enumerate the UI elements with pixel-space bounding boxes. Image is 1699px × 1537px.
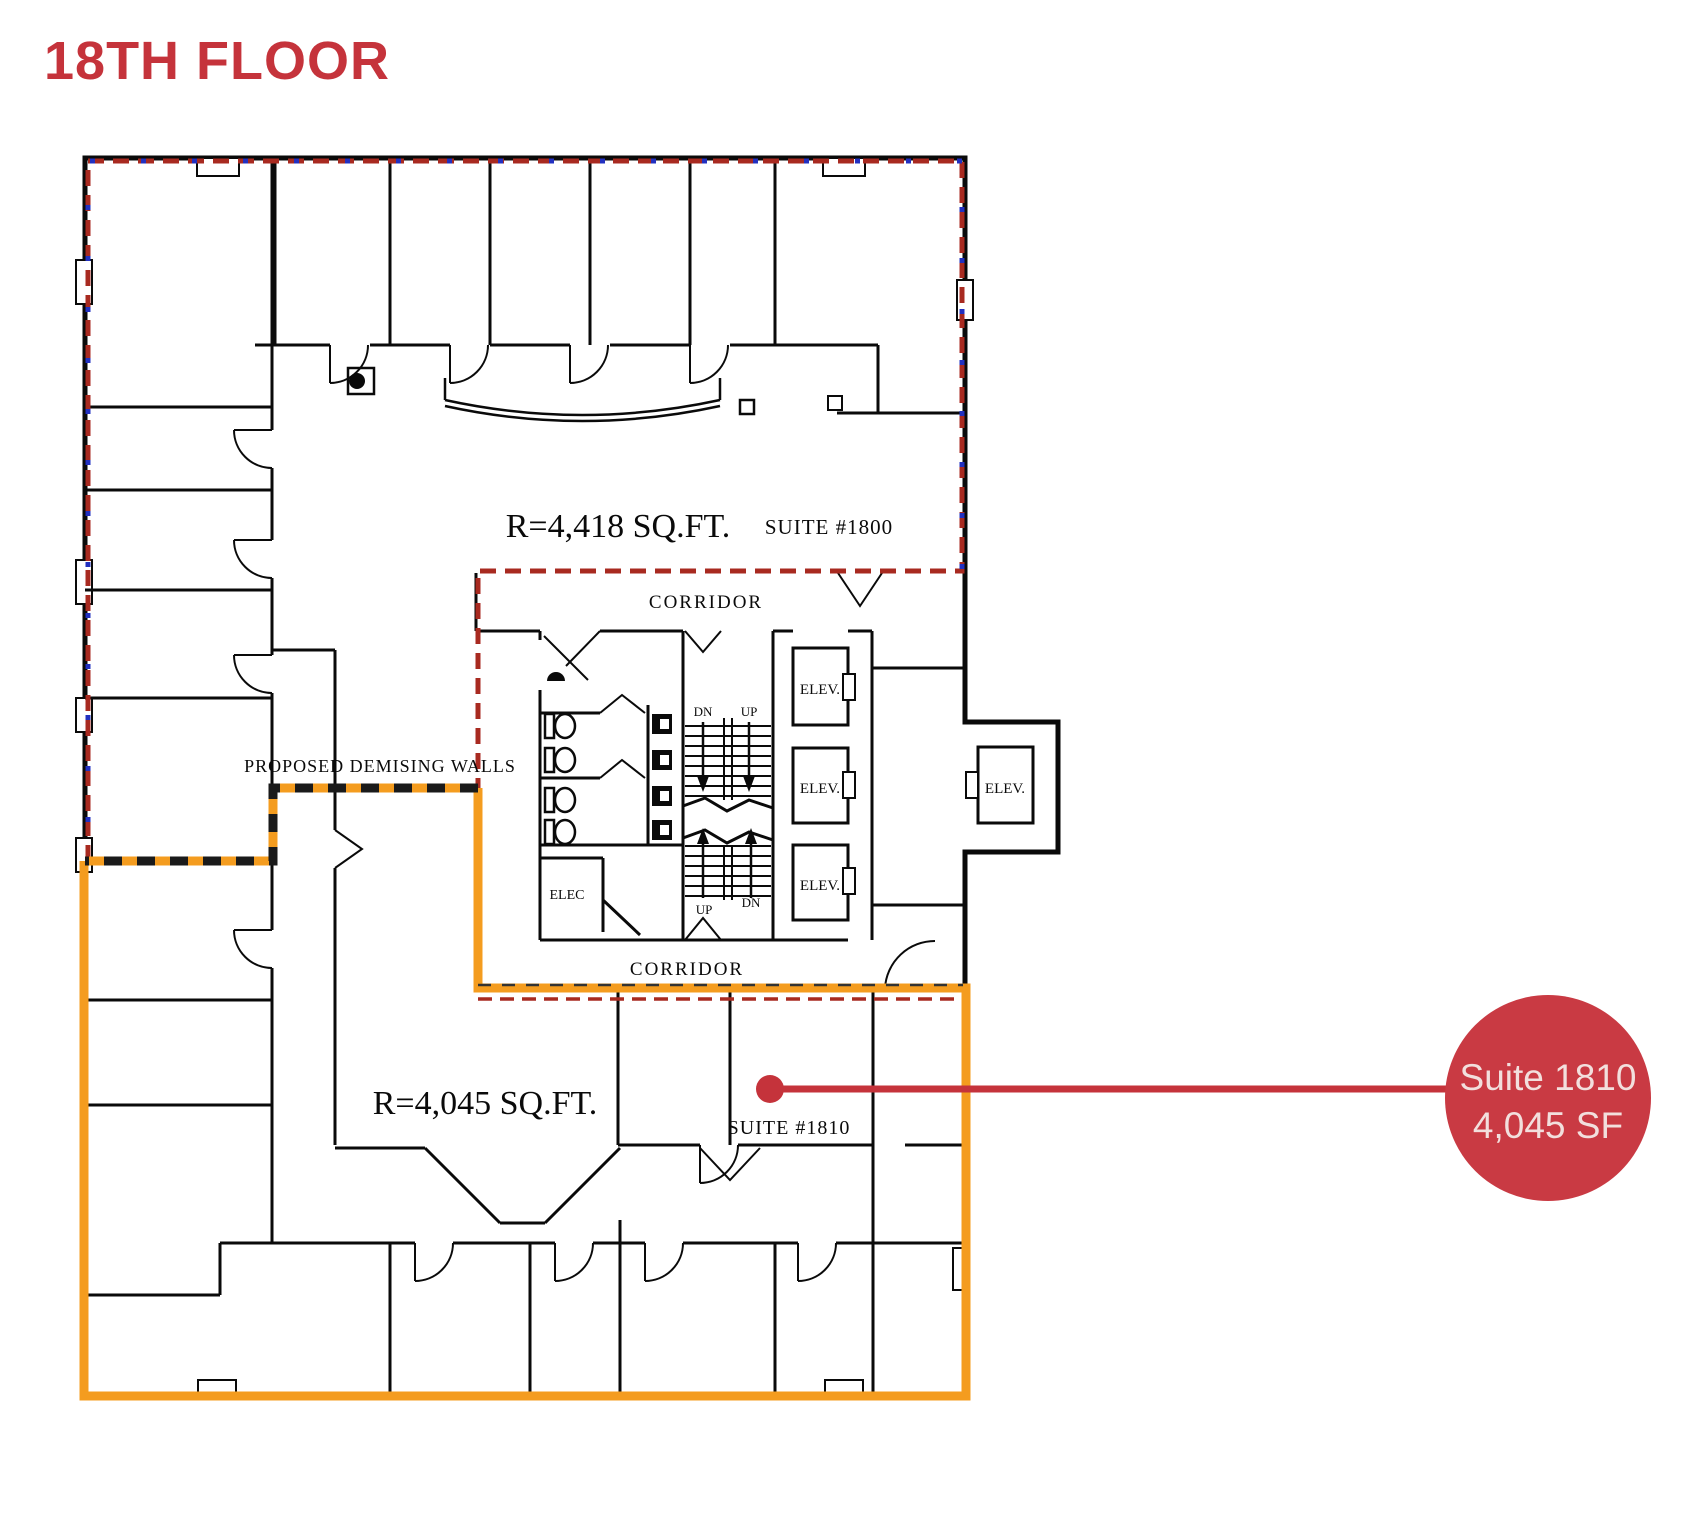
suite-1800-area-label: R=4,418 SQ.FT. [506, 508, 730, 545]
stair-up-top-label: UP [741, 704, 758, 719]
callout-bubble [1445, 995, 1651, 1201]
stair-arrows [701, 722, 753, 898]
callout-suite-label: Suite 1810 [1460, 1057, 1637, 1098]
page-title: 18TH FLOOR [44, 31, 391, 91]
elec-label: ELEC [550, 888, 585, 903]
suite-1800-name-label: SUITE #1800 [765, 515, 893, 539]
elevator-4-label: ELEV. [985, 781, 1025, 797]
sinks [652, 714, 672, 840]
elevator-core [791, 646, 1035, 922]
restroom-fixtures [543, 672, 672, 846]
stair-dn-top-label: DN [694, 704, 713, 719]
suite-1810-area-label: R=4,045 SQ.FT. [373, 1085, 597, 1122]
suite-1810-callout: Suite 1810 4,045 SF [756, 995, 1651, 1201]
demising-wall-dashed [85, 783, 478, 866]
elevator-1-label: ELEV. [800, 682, 840, 698]
wall-cabinet [346, 366, 376, 396]
curved-wall [443, 378, 756, 423]
stair-dn-bottom-label: DN [742, 895, 761, 910]
corridor-bottom-label: CORRIDOR [630, 959, 744, 980]
interior-walls [85, 158, 965, 1398]
elevator-3-label: ELEV. [800, 878, 840, 894]
elevator-2-label: ELEV. [800, 781, 840, 797]
suite-1800-boundary [85, 158, 965, 1001]
callout-location-dot [756, 1075, 784, 1103]
corridor-top-label: CORRIDOR [649, 592, 763, 613]
stair-up-bottom-label: UP [696, 902, 713, 917]
demising-walls-note: PROPOSED DEMISING WALLS [244, 756, 516, 776]
suite-1810-boundary [79, 783, 971, 1401]
door-swings [233, 344, 936, 1282]
callout-area-label: 4,045 SF [1473, 1105, 1623, 1146]
suite-1810-name-label: SUITE #1810 [728, 1117, 851, 1139]
stairwell [682, 718, 774, 900]
